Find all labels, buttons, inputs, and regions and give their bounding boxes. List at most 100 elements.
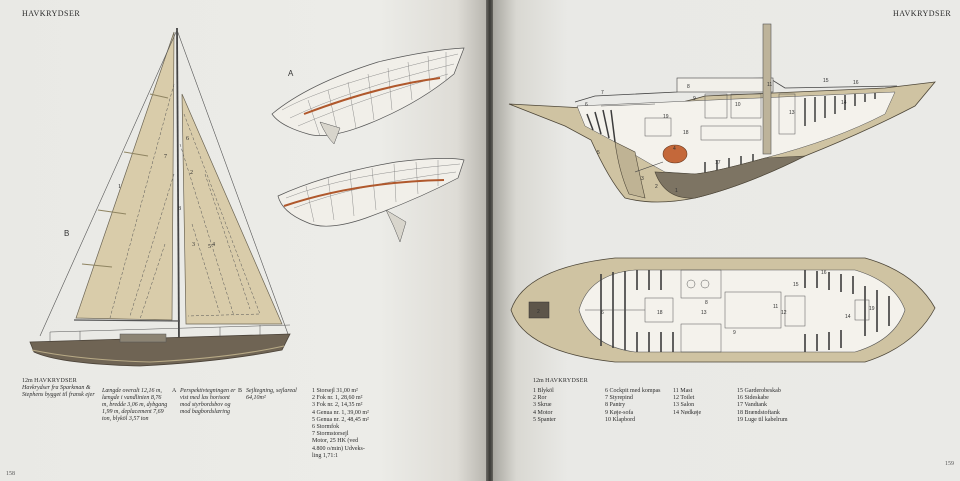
hull-shell-bottom (277, 158, 465, 227)
callout-number: 2 (655, 184, 658, 190)
list-item: 10 Klapbord (605, 416, 636, 423)
list-item: Motor, 25 HK (ved (312, 438, 359, 445)
plan-furniture (585, 269, 870, 353)
list-item: 18 Brændstoftank (737, 409, 780, 416)
note-a: A Perspektivtegningen er vist med las ho… (172, 388, 236, 416)
list-item: 9 Køje-sofa (605, 409, 634, 416)
list-item: 4 Motor (533, 409, 553, 416)
mainsail (75, 31, 175, 321)
callout-number: 14 (841, 100, 847, 106)
caption-right-size: 12m (533, 378, 544, 384)
callout-number: 1 (118, 184, 121, 190)
callout-number: 5 (208, 244, 211, 250)
caption-dimensions: Længde overalt 12,16 m, længde i vandlin… (102, 388, 168, 422)
callout-number: 2 (537, 309, 540, 315)
sheer-stripe-top (303, 77, 441, 115)
deckhouse (119, 333, 167, 343)
callout-number: 4 (212, 242, 215, 248)
ballast-keel (654, 155, 806, 199)
callout-number: 2 (190, 170, 193, 176)
note-b-letter: B (238, 388, 243, 394)
callout-number: 1 (675, 188, 678, 194)
hull-lines-perspective-bottom (277, 158, 465, 243)
callout-number: 14 (845, 314, 851, 320)
list-item: 2 Fok nr. 1, 28,60 m² (312, 395, 363, 402)
callout-number: 4 (673, 146, 676, 152)
hull-lines-perspective-top: A (271, 47, 465, 145)
page-number-right: 159 (945, 461, 954, 467)
mast (176, 27, 180, 343)
prop-shaft (634, 161, 664, 173)
callout-number: 3 (192, 242, 195, 248)
list-item: ling 1,71:1 (312, 452, 339, 459)
list-item: 11 Mast (673, 388, 693, 394)
frames (586, 93, 876, 174)
caption-right-type: HAVKRYDSER (545, 378, 589, 384)
stanchions (49, 324, 291, 342)
book-gutter (486, 0, 493, 481)
callout-number: 6 (585, 102, 588, 108)
hull (29, 333, 291, 367)
boom (73, 319, 181, 322)
hatch-aft (528, 301, 550, 319)
callout-number: 19 (663, 114, 669, 120)
list-item: 14 Nødkøje (673, 409, 702, 416)
coachroof (676, 77, 774, 93)
callout-number: 6 (601, 310, 604, 316)
callout-number: 16 (853, 80, 859, 86)
backstay (39, 29, 178, 337)
hull-shell-top (271, 47, 465, 136)
genoa-sail (181, 93, 283, 325)
batten (81, 263, 113, 268)
batten (123, 151, 149, 157)
list-item: 5 Genua nr. 2, 48,45 m² (312, 416, 369, 423)
running-head-left: HAVKRYDSER (22, 9, 81, 18)
callout-number: 8 (687, 84, 690, 90)
list-item: 4.800 o/min) Udveks- (312, 445, 365, 452)
list-item: 1 Blyköl (533, 388, 554, 394)
callout-number: 7 (601, 90, 604, 96)
interior-plan (578, 269, 906, 353)
list-item: 1 Storsejl 31,00 m² (312, 388, 358, 394)
left-page: HAVKRYDSER (0, 0, 486, 481)
callout-number: 12 (781, 310, 787, 316)
callout-number: 13 (789, 110, 795, 116)
callout-number: 18 (683, 130, 689, 136)
sheer-stripe-bottom (283, 179, 445, 207)
waterline (31, 345, 285, 363)
caption-right: 12m HAVKRYDSER (533, 378, 588, 385)
list-item: 16 Sideskabe (737, 395, 769, 402)
list-item: 12 Toilet (673, 395, 695, 402)
callout-number: 9 (733, 330, 736, 336)
hull-grid-top (281, 52, 459, 137)
caption-boat-type: 12m HAVKRYDSER Havkrydser fra Sparkman &… (22, 378, 96, 399)
callout-number: 7 (164, 154, 167, 160)
note-a-letter: A (172, 388, 177, 394)
list-item: 6 Cockpit med kompas (605, 388, 661, 394)
list-item: 8 Pantry (605, 402, 626, 409)
callout-number: 19 (869, 306, 875, 312)
rudder (614, 141, 646, 199)
list-item: 15 Garderobeskab (737, 388, 781, 394)
note-a-text: Perspektivtegningen er vist med las hori… (180, 388, 236, 415)
callout-number: 17 (715, 160, 721, 166)
callout-number: 15 (823, 78, 829, 84)
alt-sail-outlines (109, 83, 261, 320)
callout-number: 6 (186, 136, 189, 142)
list-item: 7 Stormstorsejl (312, 431, 349, 438)
list-item: 3 Fok nr. 2, 14,35 m² (312, 402, 363, 409)
batten (149, 93, 169, 99)
callout-number: 9 (693, 96, 696, 102)
caption-size: 12m (22, 378, 33, 384)
callout-number: 18 (657, 310, 663, 316)
